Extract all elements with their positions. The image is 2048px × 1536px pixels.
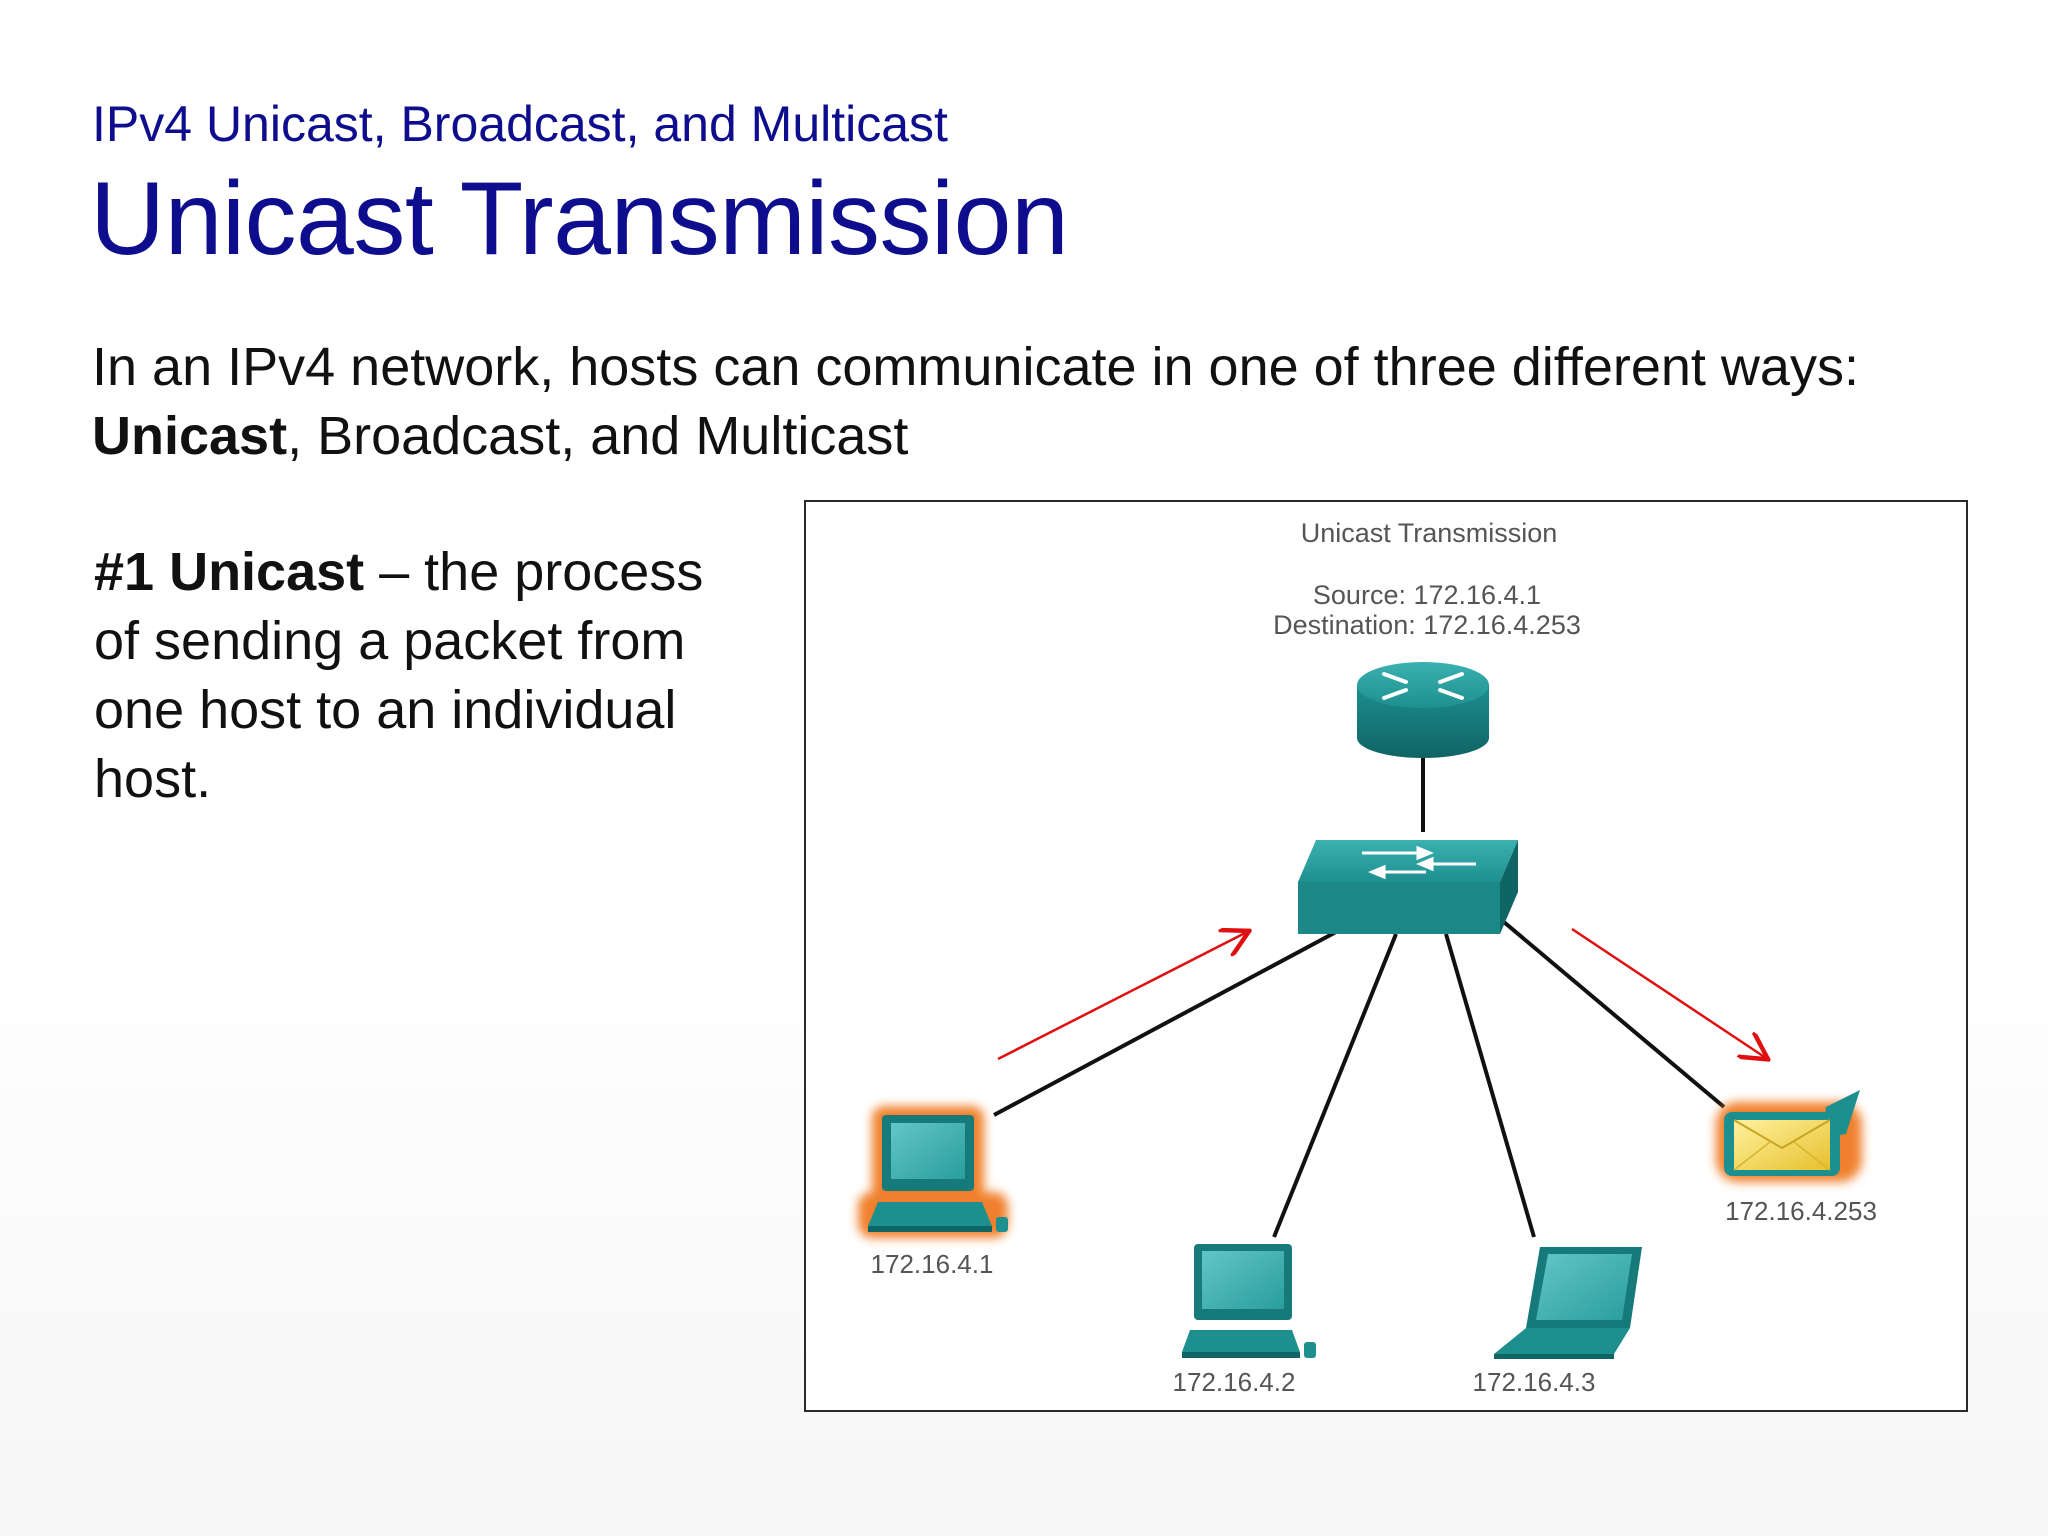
host-3-ip-label: 172.16.4.3: [1473, 1367, 1596, 1397]
arrow-switch-to-destination: [1571, 927, 1766, 1058]
host-4-ip-label: 172.16.4.253: [1725, 1196, 1877, 1226]
diagram-title: Unicast Transmission: [1301, 518, 1558, 548]
host-1-desktop-icon: [858, 1106, 1008, 1238]
host-4-envelope-icon: [1716, 1090, 1862, 1182]
link-switch-host-4: [1484, 905, 1726, 1109]
network-links: [993, 752, 1726, 1238]
intro-line-2: , Broadcast, and Multicast: [287, 406, 909, 466]
slide-subtitle: IPv4 Unicast, Broadcast, and Multicast: [92, 96, 948, 152]
arrow-source-to-switch: [997, 932, 1247, 1061]
slide-title: Unicast Transmission: [90, 161, 1069, 277]
intro-line-1: In an IPv4 network, hosts can communicat…: [92, 337, 1859, 397]
intro-bold-term: Unicast: [92, 406, 288, 466]
unicast-definition: #1 Unicast – the process of sending a pa…: [94, 538, 734, 814]
intro-paragraph: In an IPv4 network, hosts can communicat…: [92, 333, 2012, 471]
link-switch-host-1: [993, 930, 1337, 1117]
source-label: Source: 172.16.4.1: [1313, 580, 1541, 610]
definition-term: #1 Unicast: [94, 542, 365, 602]
network-diagram-canvas: Unicast Transmission Source: 172.16.4.1 …: [858, 518, 1877, 1397]
switch-icon: [1298, 840, 1518, 934]
host-1-ip-label: 172.16.4.1: [871, 1249, 994, 1279]
link-switch-host-2: [1272, 933, 1398, 1238]
network-diagram: Unicast Transmission Source: 172.16.4.1 …: [804, 500, 1968, 1412]
host-2-ip-label: 172.16.4.2: [1173, 1367, 1296, 1397]
host-2-desktop-icon: [1182, 1244, 1316, 1358]
destination-label: Destination: 172.16.4.253: [1273, 610, 1581, 640]
router-icon: [1357, 662, 1489, 758]
definition-text: – the process of sending a packet from o…: [94, 542, 704, 809]
host-3-laptop-icon: [1494, 1247, 1642, 1359]
link-switch-host-3: [1444, 933, 1536, 1238]
